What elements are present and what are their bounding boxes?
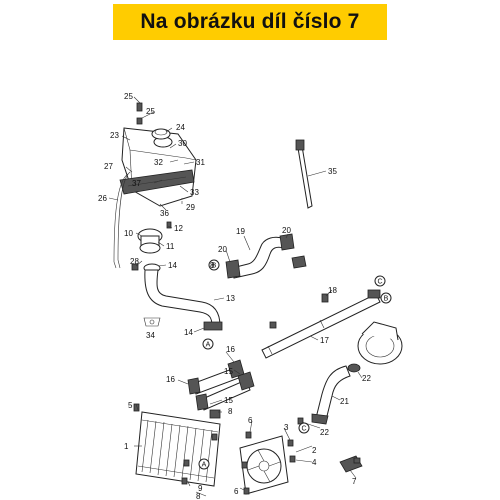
ref-circle-b-pipe: B (380, 292, 392, 304)
radiator (135, 409, 221, 487)
callout-35: 35 (328, 167, 337, 176)
callout-9: 9 (198, 484, 203, 493)
callout-30: 30 (178, 139, 187, 148)
callout-7: 7 (352, 477, 357, 486)
ref-circle-a-lower: A (202, 338, 214, 350)
callout-20-left: 20 (218, 245, 227, 254)
cable-tie (295, 139, 313, 209)
callout-8-hose: 8 (210, 261, 215, 270)
callout-28: 28 (130, 257, 139, 266)
callout-22-upper: 22 (362, 374, 371, 383)
callout-16-left: 16 (166, 375, 175, 384)
hoses-15-16 (187, 359, 255, 411)
overflow-hose (113, 171, 131, 269)
callout-36: 36 (160, 209, 169, 218)
thermo-switch-part-7 (339, 455, 363, 473)
callout-15-lower: 15 (224, 396, 233, 405)
callout-25: 25 (146, 107, 155, 116)
reservoir-cap (151, 128, 171, 140)
clamp-20 (291, 255, 307, 269)
title-text: Na obrázku díl číslo 7 (140, 10, 360, 33)
callout-33: 33 (190, 188, 199, 197)
hose-21 (311, 365, 351, 425)
callout-24: 24 (176, 123, 185, 132)
ref-circle-c-lower: C (298, 422, 310, 434)
callout-26: 26 (98, 194, 107, 203)
leader-lines (108, 96, 363, 497)
callout-17: 17 (320, 336, 329, 345)
ref-circle-c-upper: C (374, 275, 386, 287)
ref-label-c-upper: C (377, 279, 382, 286)
callout-5: 5 (128, 401, 133, 410)
callout-13: 13 (226, 294, 235, 303)
ref-label-a-lower: A (206, 342, 211, 349)
callout-31: 31 (196, 158, 205, 167)
hose-19 (225, 233, 295, 279)
small-fasteners (131, 263, 304, 495)
callout-21: 21 (340, 397, 349, 406)
pipe-17 (261, 289, 381, 359)
ref-label-c-lower: C (301, 426, 306, 433)
callout-34: 34 (146, 331, 155, 340)
callout-37: 37 (132, 179, 141, 188)
callout-29: 29 (186, 203, 195, 212)
ref-circle-a-radiator: A (198, 458, 210, 470)
callout-3: 3 (284, 423, 289, 432)
callout-8-radiator: 8 (228, 407, 233, 416)
ref-circle-b-hose: B (208, 259, 220, 271)
clip-34 (143, 317, 161, 327)
radiator-cap (137, 221, 172, 254)
callout-32: 32 (154, 158, 163, 167)
ref-label-b-pipe: B (384, 296, 389, 303)
callout-16-right: 16 (226, 345, 235, 354)
callout-18: 18 (328, 286, 337, 295)
callout-11: 11 (166, 242, 175, 251)
reservoir-bolts (136, 102, 143, 125)
callout-27: 27 (104, 162, 113, 171)
callout-23: 23 (110, 131, 119, 140)
callout-6-lower: 6 (234, 487, 239, 496)
callout-labels: 25 25 24 23 30 27 32 31 33 37 26 29 36 1… (98, 92, 371, 500)
callout-22-lower: 22 (320, 428, 329, 437)
hose-13 (143, 263, 223, 331)
ref-label-a-radiator: A (202, 462, 207, 469)
ref-label-b-hose: B (212, 263, 217, 270)
callout-6-upper: 6 (248, 416, 253, 425)
callout-4: 4 (312, 458, 317, 467)
callout-2: 2 (312, 446, 317, 455)
callout-14-lower: 14 (184, 328, 193, 337)
callout-1: 1 (124, 442, 129, 451)
title-banner: Na obrázku díl číslo 7 (113, 4, 387, 40)
callout-8-lower: 8 (196, 492, 201, 500)
callout-25-top: 25 (124, 92, 133, 101)
callout-19: 19 (236, 227, 245, 236)
callout-20-upper: 20 (282, 226, 291, 235)
callout-15-right: 15 (224, 367, 233, 376)
water-pump (347, 321, 403, 373)
callout-12: 12 (174, 224, 183, 233)
callout-10: 10 (124, 229, 133, 238)
callout-14-upper: 14 (168, 261, 177, 270)
cooling-fan (239, 435, 289, 495)
